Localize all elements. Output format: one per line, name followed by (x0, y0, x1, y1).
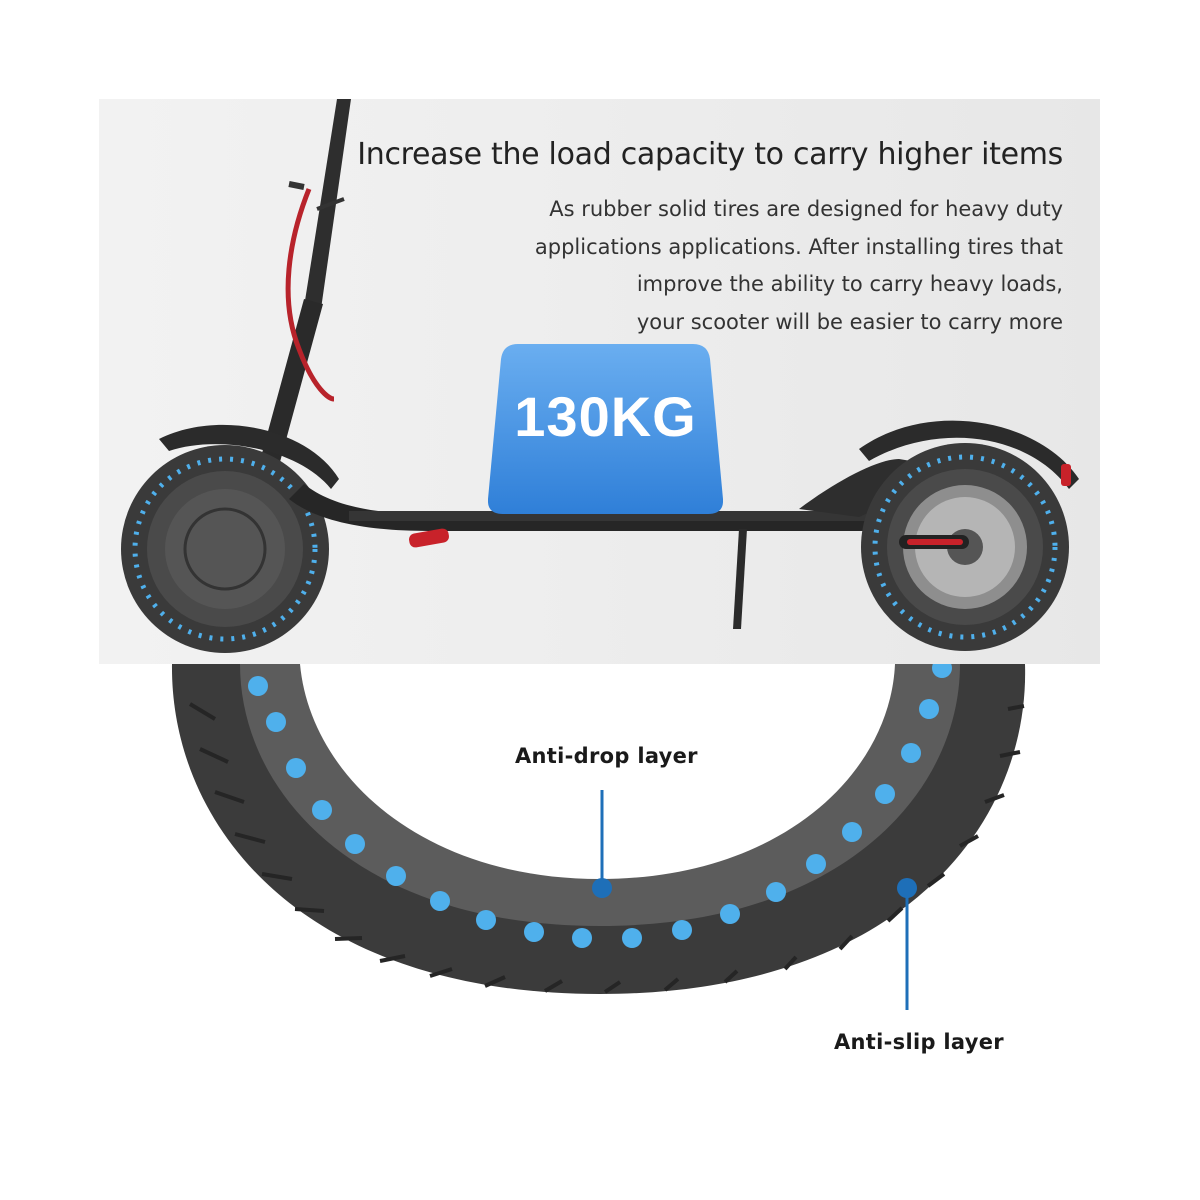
headline: Increase the load capacity to carry high… (357, 137, 1063, 172)
front-wheel (121, 445, 329, 653)
tire-closeup (171, 664, 1026, 1010)
description-line: As rubber solid tires are designed for h… (549, 197, 1063, 221)
load-capacity-value: 130KG (514, 385, 697, 448)
description: As rubber solid tires are designed for h… (463, 191, 1063, 341)
description-line: improve the ability to carry heavy loads… (636, 272, 1063, 296)
description-line: your scooter will be easier to carry mor… (636, 309, 1063, 334)
tire-dots (248, 664, 952, 948)
scooter-illustration (121, 99, 1079, 653)
anti-slip-callout (897, 878, 917, 1010)
anti-drop-callout (592, 790, 612, 898)
anti-slip-layer-label: Anti-slip layer (834, 1030, 1004, 1054)
anti-drop-layer-label: Anti-drop layer (515, 744, 698, 768)
rear-wheel (861, 443, 1069, 651)
description-line: applications applications. After install… (534, 234, 1063, 259)
load-badge-shape (488, 344, 723, 514)
hero-panel: Increase the load capacity to carry high… (99, 99, 1100, 664)
